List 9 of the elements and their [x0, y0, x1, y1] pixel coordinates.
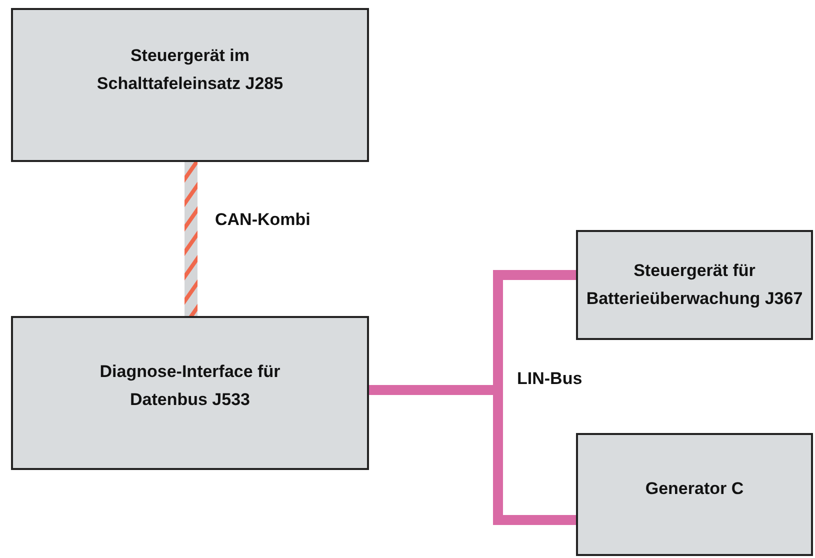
box-label: Diagnose-Interface für Datenbus J533 — [98, 361, 282, 411]
control-unit-box — [11, 316, 369, 470]
control-unit-box — [11, 8, 369, 162]
box-label: Steuergerät im Schalttafeleinsatz J285 — [96, 45, 284, 95]
box-label: Generator C — [644, 478, 745, 500]
control-unit-box — [576, 230, 813, 340]
box-label: Steuergerät für Batterieüberwachung J367 — [585, 260, 804, 310]
control-unit-box — [576, 433, 813, 556]
bus-line — [184, 162, 198, 316]
